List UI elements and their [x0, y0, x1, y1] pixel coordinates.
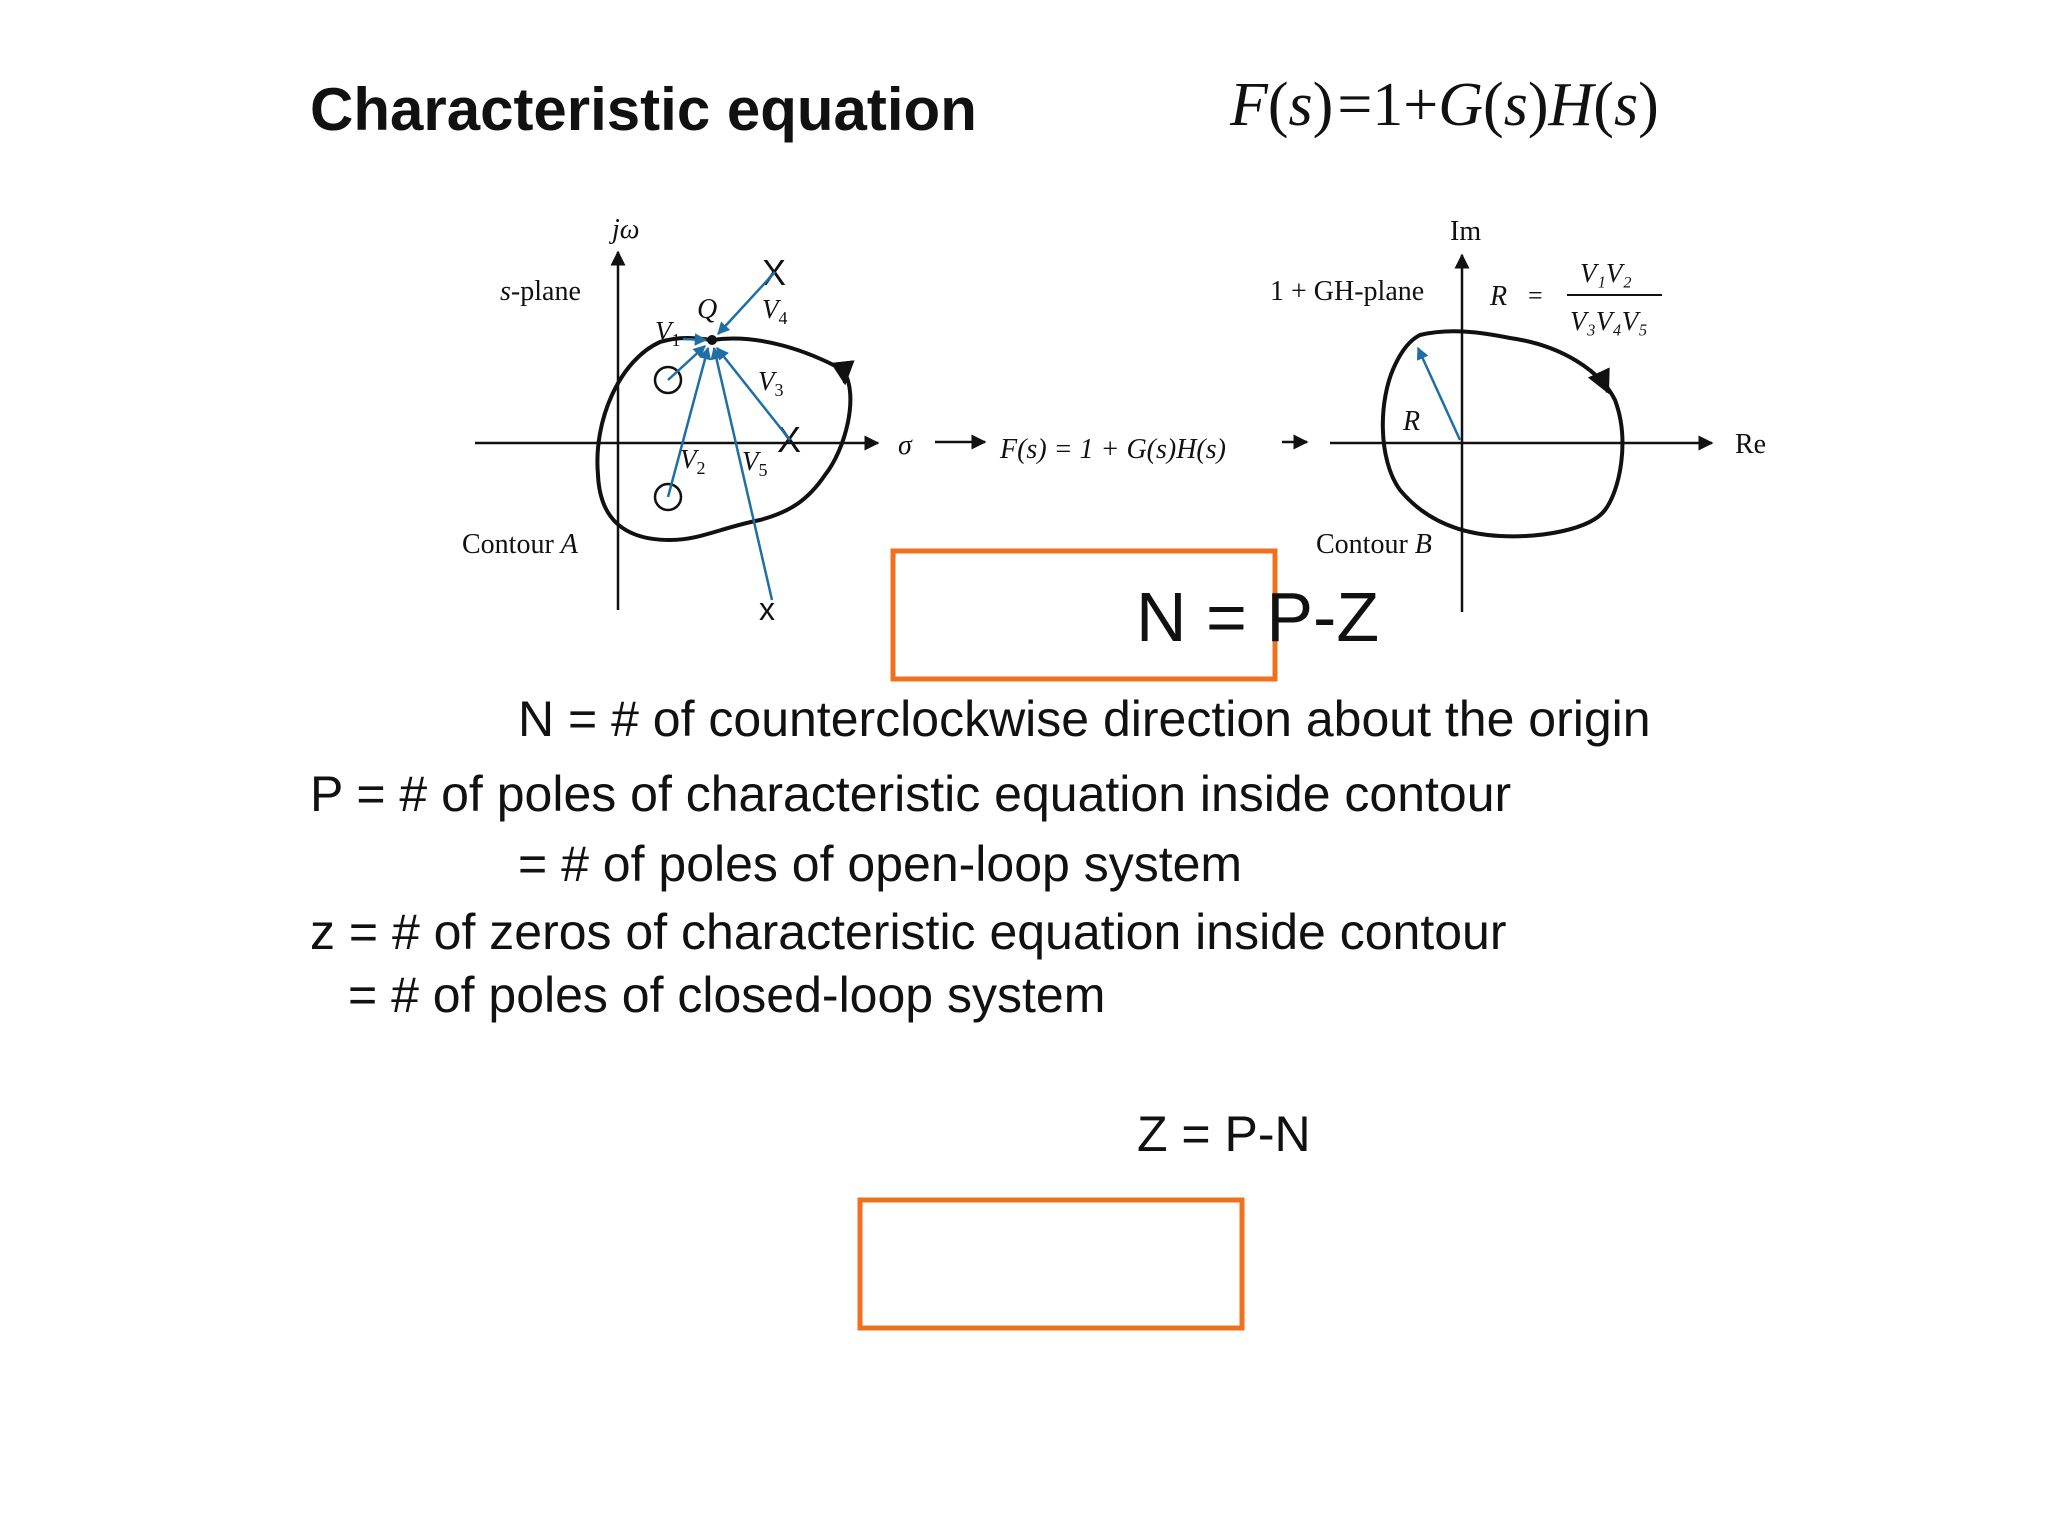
vector-v1-tail: [667, 345, 706, 381]
result-equation: Z = P-N: [1137, 1106, 1311, 1162]
contour-a-direction-arrow: [830, 360, 855, 386]
contour-b-curve: [1380, 329, 1625, 539]
definition-p: P = # of poles of characteristic equatio…: [310, 766, 1512, 822]
vector-v1: [682, 333, 708, 346]
page-title: Characteristic equation: [310, 76, 977, 143]
ratio-denominator: V₃V₄V₅: [1570, 306, 1648, 336]
vector-v1-label: V1: [655, 316, 681, 350]
gh-plane: Im Re 1 + GH-plane Contour B R = V₁V₂ V₃…: [1270, 216, 1766, 612]
vector-v4-label: V4: [762, 294, 788, 328]
definition-p-continued: = # of poles of open-loop system: [518, 836, 1243, 892]
vector-v3-label: V3: [758, 366, 784, 400]
s-plane-jw-label: jω: [609, 214, 640, 245]
definition-z: z = # of zeros of characteristic equatio…: [310, 904, 1507, 960]
ratio-equals: =: [1528, 281, 1543, 310]
vector-r: [1416, 346, 1462, 441]
definition-n: N = # of counterclockwise direction abou…: [518, 691, 1651, 747]
point-q: [707, 335, 717, 345]
vector-v2: [666, 346, 712, 498]
highlight-box: [890, 548, 1278, 682]
definition-z-continued: = # of poles of closed-loop system: [348, 967, 1106, 1023]
vector-v5: [710, 346, 774, 601]
ratio-numerator: V₁V₂: [1580, 258, 1632, 288]
vector-v5-label: V5: [742, 446, 768, 480]
highlight-equation: N = P-Z: [1136, 578, 1380, 656]
s-plane-sigma-label: σ: [898, 430, 913, 461]
mapping: F(s) = 1 + G(s)H(s): [935, 434, 1309, 465]
s-plane-label: s-plane: [500, 276, 581, 307]
contour-a-label: Contour A: [462, 529, 579, 560]
mapping-function-label: F(s) = 1 + G(s)H(s): [999, 434, 1226, 465]
highlight-box: [857, 1197, 1245, 1331]
gh-plane-im-label: Im: [1450, 216, 1481, 247]
point-q-label: Q: [697, 294, 717, 325]
vector-r-label: R: [1402, 406, 1420, 437]
ratio-lhs: R: [1489, 281, 1507, 312]
gh-plane-label: 1 + GH-plane: [1270, 276, 1424, 307]
vector-v2-label: V2: [680, 444, 706, 478]
vector-v4: [717, 271, 776, 335]
pole-marker: x: [759, 591, 775, 627]
contour-b-label: Contour B: [1316, 529, 1432, 560]
characteristic-equation: F(s)=1+G(s)H(s): [1229, 71, 1659, 139]
contour-b-direction-arrow: [1587, 367, 1610, 395]
contour-a-curve: [595, 336, 853, 543]
vector-v3: [716, 347, 791, 441]
s-plane: jω σ s-plane Contour A Q X X x V1 V2 V3 …: [462, 214, 913, 627]
gh-plane-re-label: Re: [1735, 429, 1766, 460]
